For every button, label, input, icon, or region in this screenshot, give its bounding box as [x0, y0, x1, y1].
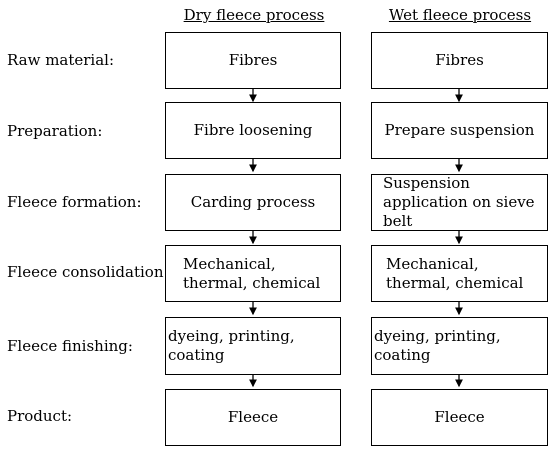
row-label-fleece-formation: Fleece formation:: [7, 193, 142, 211]
wet-box-text: Fibres: [435, 51, 484, 69]
wet-box-raw-material: Fibres: [371, 32, 548, 89]
row-label-fleece-consolidation: Fleece consolidation:: [7, 263, 169, 281]
wet-box-fleece-consolidation: Mechanical, thermal, chemical: [371, 245, 548, 302]
dry-box-fleece-finishing: dyeing, printing, coating: [165, 317, 341, 375]
wet-process-title: Wet fleece process: [388, 6, 532, 24]
row-label-fleece-finishing: Fleece finishing:: [7, 337, 133, 355]
dry-box-text: dyeing, printing, coating: [168, 327, 295, 364]
wet-box-fleece-finishing: dyeing, printing, coating: [371, 317, 548, 375]
wet-box-text: Suspension application on sieve belt: [383, 174, 535, 230]
wet-box-text: dyeing, printing, coating: [374, 327, 501, 364]
dry-box-text: Fibre loosening: [193, 121, 313, 139]
row-label-raw-material: Raw material:: [7, 51, 115, 69]
dry-box-text: Carding process: [190, 193, 316, 211]
wet-box-text: Fleece: [434, 408, 485, 426]
dry-box-fleece-consolidation: Mechanical, thermal, chemical: [165, 245, 341, 302]
wet-box-preparation: Prepare suspension: [371, 102, 548, 159]
row-label-product: Product:: [7, 407, 73, 425]
dry-box-product: Fleece: [165, 389, 341, 446]
row-label-preparation: Preparation:: [7, 122, 103, 140]
dry-box-text: Fleece: [227, 408, 279, 426]
dry-box-fleece-formation: Carding process: [165, 174, 341, 231]
dry-box-preparation: Fibre loosening: [165, 102, 341, 159]
wet-box-text: Mechanical, thermal, chemical: [386, 254, 524, 292]
wet-box-text: Prepare suspension: [384, 121, 535, 139]
wet-box-product: Fleece: [371, 389, 548, 446]
wet-box-fleece-formation: Suspension application on sieve belt: [371, 174, 548, 231]
dry-box-text: Fibres: [228, 51, 278, 69]
dry-process-title: Dry fleece process: [183, 6, 325, 24]
dry-box-text: Mechanical, thermal, chemical: [183, 254, 321, 292]
dry-box-raw-material: Fibres: [165, 32, 341, 89]
